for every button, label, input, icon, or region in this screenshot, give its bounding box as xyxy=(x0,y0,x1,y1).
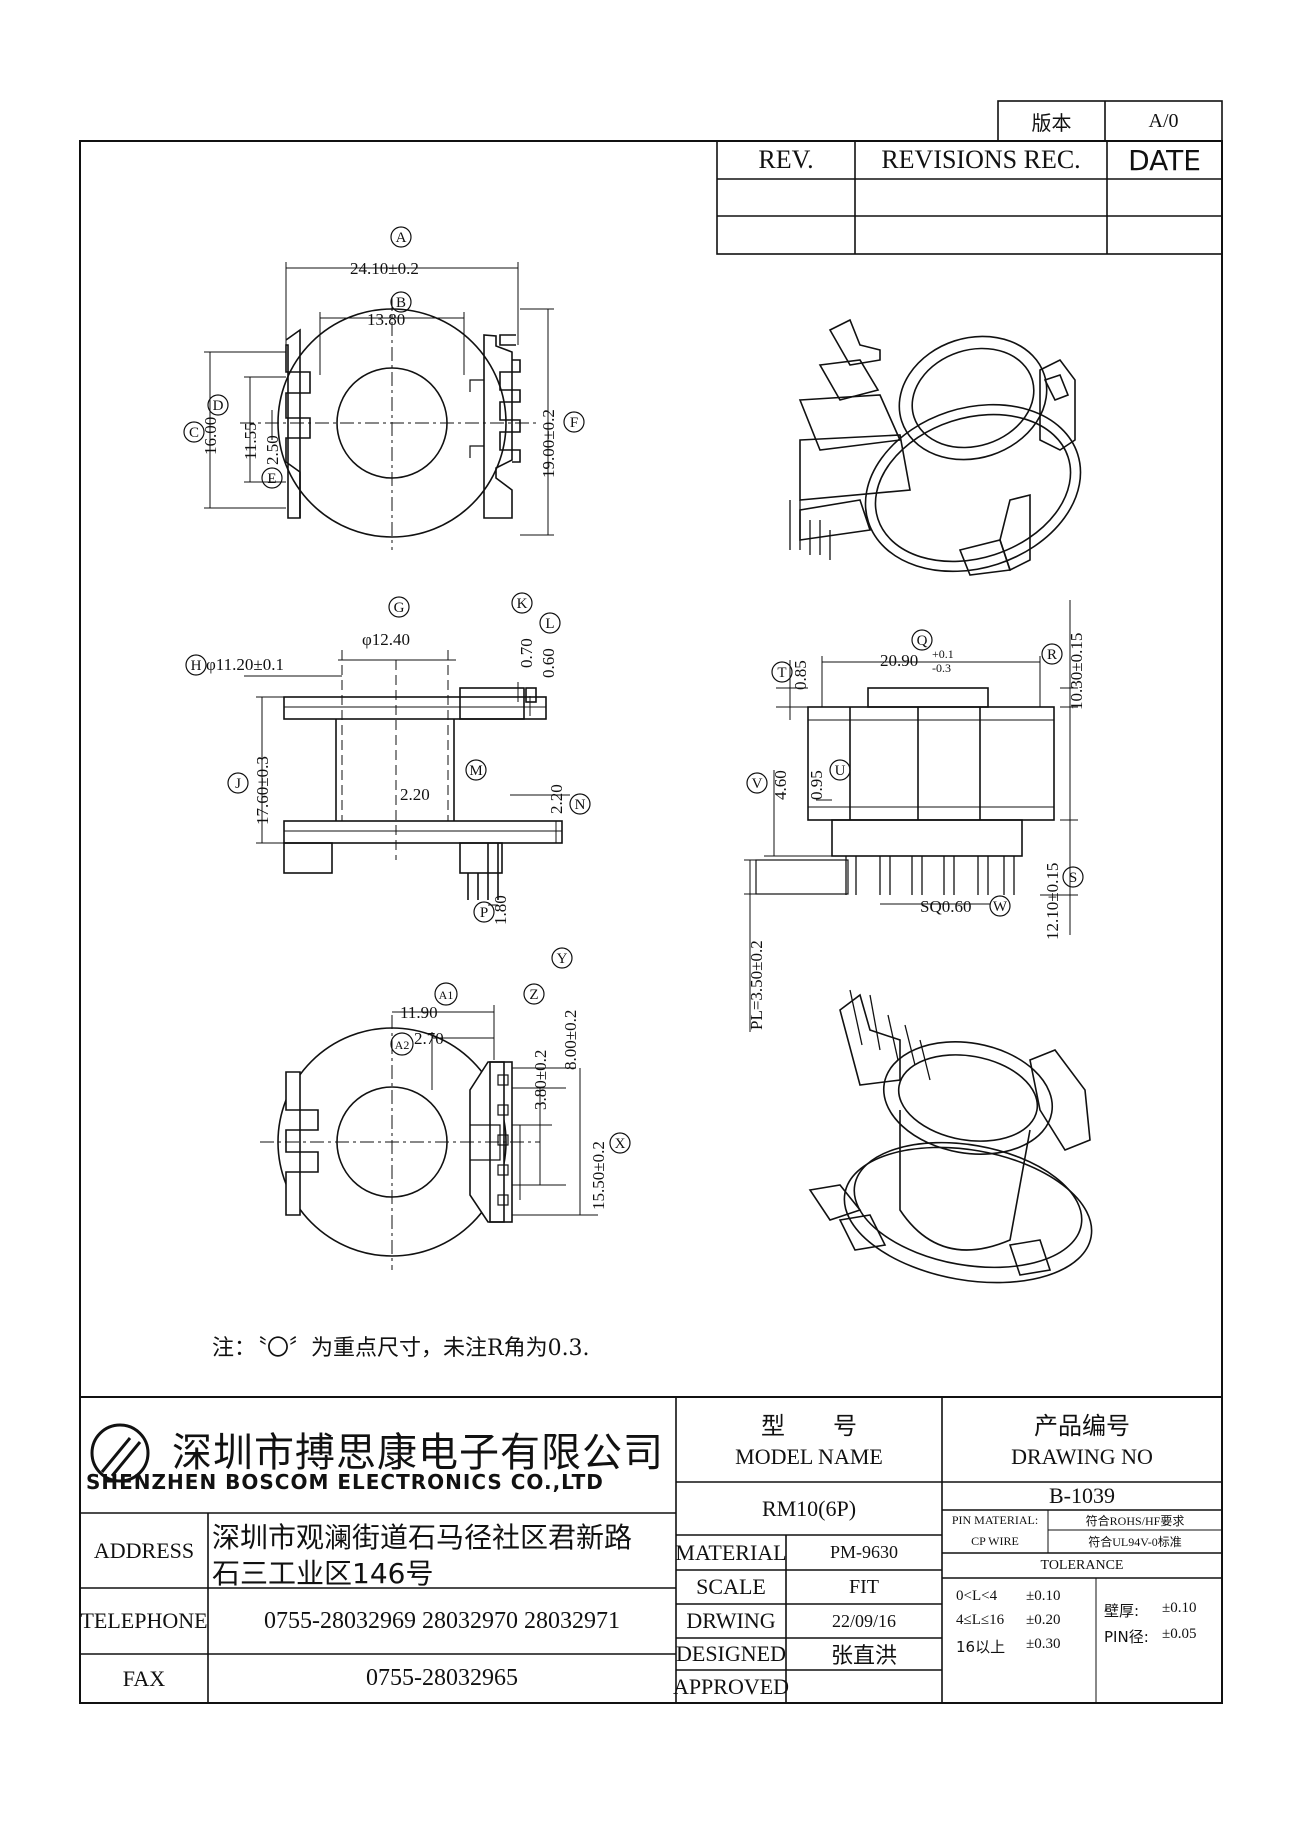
pin-material-value: 符合ROHS/HF要求 xyxy=(1085,1513,1185,1528)
revision-row-1 xyxy=(717,179,1222,216)
date-header: DATE xyxy=(1128,143,1201,177)
drawing-border xyxy=(79,140,1223,1704)
isometric-bottom xyxy=(808,989,1093,1284)
tolerance-range-1: 0<L<4 xyxy=(956,1588,998,1604)
tolerance-label: TOLERANCE xyxy=(1040,1557,1124,1573)
tolerance-value-3: ±0.30 xyxy=(1026,1636,1061,1652)
material-value: PM-9630 xyxy=(829,1542,898,1562)
pin-diameter-label: PIN径: xyxy=(1104,1628,1149,1646)
wall-thickness-value: ±0.10 xyxy=(1162,1600,1197,1616)
isometric-top xyxy=(789,318,1082,576)
fax-value: 0755-28032965 xyxy=(366,1665,518,1691)
tolerance-value-1: ±0.10 xyxy=(1026,1588,1061,1604)
drawing-date-label: DRWING xyxy=(686,1608,776,1633)
designed-value: 张直洪 xyxy=(830,1644,897,1669)
pin-diameter-value: ±0.05 xyxy=(1162,1626,1197,1642)
version-label: 版本 xyxy=(1031,112,1072,135)
material-label: MATERIAL xyxy=(675,1539,787,1565)
boscom-logo-icon xyxy=(90,1423,150,1483)
cp-wire-value: 符合UL94V-0标准 xyxy=(1088,1535,1182,1549)
tolerance-value-2: ±0.20 xyxy=(1026,1612,1061,1628)
revision-row-2 xyxy=(717,216,1222,254)
telephone-value: 0755-28032969 28032970 28032971 xyxy=(264,1607,620,1634)
front-view xyxy=(755,687,1055,895)
drawing-date-value: 22/09/16 xyxy=(831,1610,896,1631)
model-value: RM10(6P) xyxy=(761,1495,857,1521)
tolerance-range-3: 16以上 xyxy=(956,1638,1006,1656)
revisions-rec-header: REVISIONS REC. xyxy=(881,145,1081,174)
pin-material-label: PIN MATERIAL: xyxy=(951,1512,1039,1527)
rev-header: REV. xyxy=(758,145,814,174)
approved-label: APPROVED xyxy=(672,1673,790,1699)
address-label: ADDRESS xyxy=(93,1537,195,1563)
cp-wire-label: CP WIRE xyxy=(971,1534,1019,1548)
company-name-cn: 深圳市搏思康电子有限公司 xyxy=(172,1430,664,1476)
telephone-label: TELEPHONE xyxy=(80,1608,208,1633)
drawing-no-value: B-1039 xyxy=(1049,1483,1115,1508)
address-line-1: 深圳市观澜街道石马径社区君新路 xyxy=(212,1521,633,1554)
scale-label: SCALE xyxy=(696,1574,766,1599)
address-line-2: 石三工业区146号 xyxy=(212,1557,434,1590)
tolerance-range-2: 4≤L≤16 xyxy=(956,1612,1005,1628)
model-label-en: MODEL NAME xyxy=(735,1444,883,1469)
approved-value xyxy=(786,1670,942,1703)
version-value: A/0 xyxy=(1148,109,1179,132)
model-label-cn: 型 号 xyxy=(761,1411,857,1440)
side-view xyxy=(283,687,563,900)
wall-thickness-label: 壁厚: xyxy=(1104,1602,1140,1620)
company-name-en: SHENZHEN BOSCOM ELECTRONICS CO.,LTD xyxy=(86,1470,604,1494)
drawing-note: 注：〝〇〞为重点尺寸，未注R角为0.3. xyxy=(212,1336,590,1361)
drawing-no-label-en: DRAWING NO xyxy=(1011,1444,1153,1469)
drawing-no-label-cn: 产品编号 xyxy=(1034,1411,1130,1440)
scale-value: FIT xyxy=(849,1575,879,1598)
fax-label: FAX xyxy=(122,1665,166,1691)
designed-label: DESIGNED xyxy=(676,1641,786,1666)
